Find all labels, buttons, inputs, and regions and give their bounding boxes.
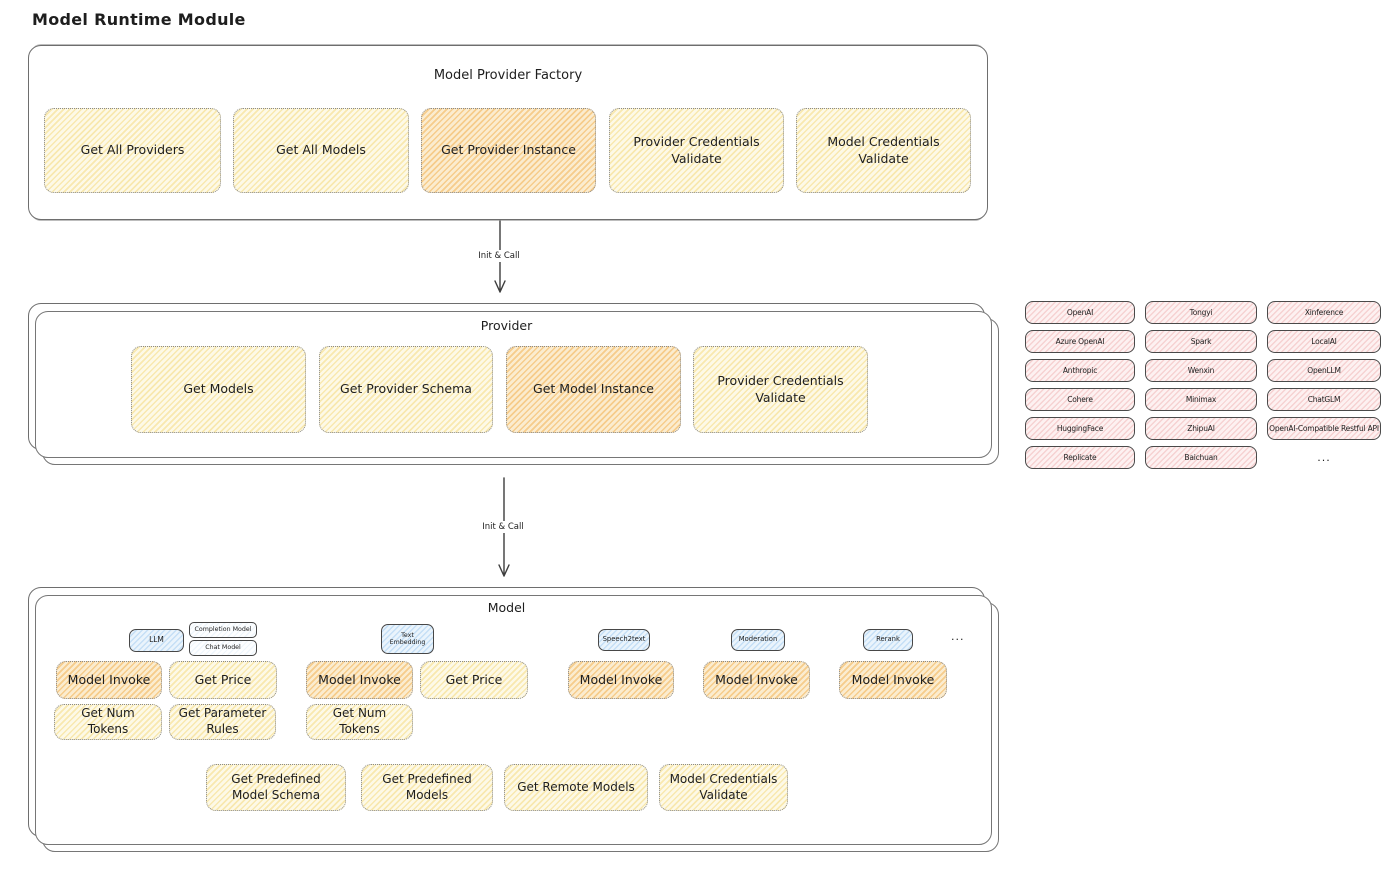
- node-get-models: Get Models: [131, 346, 306, 433]
- provider-item: OpenAI-Compatible Restful API: [1267, 417, 1381, 440]
- provider-item: OpenLLM: [1267, 359, 1381, 382]
- provider-item: Minimax: [1145, 388, 1257, 411]
- node-model-credentials-validate: Model Credentials Validate: [796, 108, 971, 193]
- factory-panel-title: Model Provider Factory: [433, 68, 583, 83]
- provider-list: OpenAI Tongyi Xinference Azure OpenAI Sp…: [1025, 301, 1381, 469]
- node-get-num-tokens-embedding: Get Num Tokens: [306, 704, 413, 740]
- node-get-parameter-rules: Get Parameter Rules: [169, 704, 276, 740]
- provider-item: Xinference: [1267, 301, 1381, 324]
- node-get-all-providers: Get All Providers: [44, 108, 221, 193]
- node-model-invoke-embedding: Model Invoke: [306, 661, 413, 699]
- tag-text-embedding: Text Embedding: [381, 624, 434, 654]
- model-panel: Model LLM Completion Model Chat Model Te…: [28, 587, 999, 852]
- node-get-price-llm: Get Price: [169, 661, 277, 699]
- provider-item: Replicate: [1025, 446, 1135, 469]
- tag-completion-model: Completion Model: [189, 622, 257, 638]
- model-panel-title: Model: [487, 600, 526, 615]
- node-provider-credentials-validate: Provider Credentials Validate: [609, 108, 784, 193]
- node-provider-credentials-validate-2: Provider Credentials Validate: [693, 346, 868, 433]
- provider-item: LocalAI: [1267, 330, 1381, 353]
- tag-llm: LLM: [129, 629, 184, 652]
- node-get-predefined-models: Get Predefined Models: [361, 764, 493, 811]
- node-model-invoke-llm: Model Invoke: [56, 661, 162, 699]
- provider-item: Baichuan: [1145, 446, 1257, 469]
- provider-panel-title: Provider: [480, 318, 533, 333]
- node-model-credentials-validate-2: Model Credentials Validate: [659, 764, 788, 811]
- model-tags-more: ...: [951, 630, 965, 643]
- tag-speech2text: Speech2text: [598, 629, 650, 651]
- provider-list-more: ...: [1317, 451, 1331, 464]
- node-get-remote-models: Get Remote Models: [504, 764, 648, 811]
- page-title: Model Runtime Module: [32, 10, 246, 29]
- node-model-invoke-rerank: Model Invoke: [839, 661, 947, 699]
- node-model-invoke-moderation: Model Invoke: [703, 661, 810, 699]
- provider-item: Cohere: [1025, 388, 1135, 411]
- init-call-label-2: Init & Call: [473, 521, 533, 533]
- tag-chat-model: Chat Model: [189, 640, 257, 656]
- tag-rerank: Rerank: [863, 629, 913, 651]
- provider-item: OpenAI: [1025, 301, 1135, 324]
- provider-item: Spark: [1145, 330, 1257, 353]
- init-call-label-1: Init & Call: [469, 250, 529, 262]
- provider-panel: Provider Get Models Get Provider Schema …: [28, 303, 999, 465]
- provider-item: HuggingFace: [1025, 417, 1135, 440]
- node-get-num-tokens-llm: Get Num Tokens: [54, 704, 162, 740]
- provider-item: Anthropic: [1025, 359, 1135, 382]
- node-get-predefined-model-schema: Get Predefined Model Schema: [206, 764, 346, 811]
- node-get-all-models: Get All Models: [233, 108, 409, 193]
- node-get-provider-instance: Get Provider Instance: [421, 108, 596, 193]
- tag-moderation: Moderation: [731, 629, 785, 651]
- factory-panel: Model Provider Factory Get All Providers…: [28, 45, 988, 220]
- node-get-provider-schema: Get Provider Schema: [319, 346, 493, 433]
- provider-item: ZhipuAI: [1145, 417, 1257, 440]
- node-model-invoke-speech2text: Model Invoke: [568, 661, 674, 699]
- node-get-model-instance: Get Model Instance: [506, 346, 681, 433]
- provider-item: Wenxin: [1145, 359, 1257, 382]
- provider-item: Tongyi: [1145, 301, 1257, 324]
- provider-item: Azure OpenAI: [1025, 330, 1135, 353]
- node-get-price-embedding: Get Price: [420, 661, 528, 699]
- provider-item: ChatGLM: [1267, 388, 1381, 411]
